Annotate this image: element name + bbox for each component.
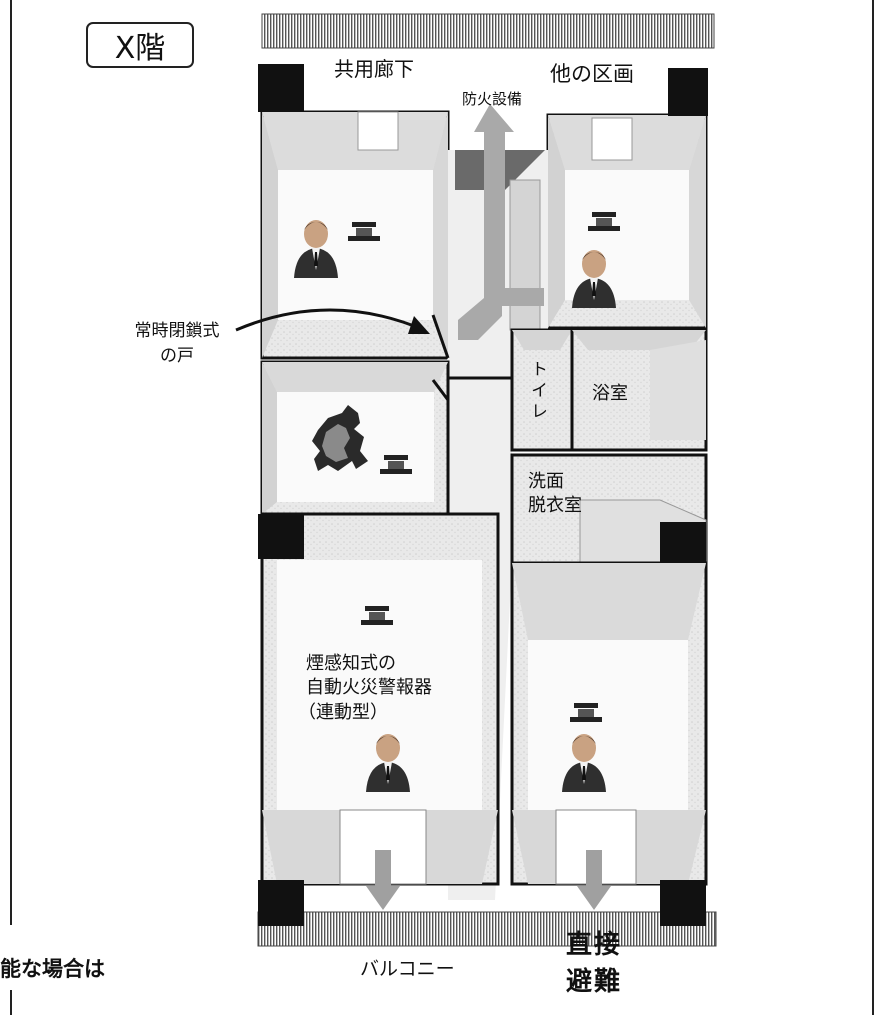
person-icon bbox=[562, 734, 606, 792]
left-fragment-text: 能な場合は bbox=[0, 957, 105, 981]
hall-gray-block bbox=[509, 179, 541, 331]
smoke-detector-icon bbox=[380, 455, 412, 474]
detector-label: 煙感知式の 自動火災警報器 （連動型） bbox=[298, 652, 432, 725]
floor-label: X階 bbox=[86, 22, 194, 68]
person-icon bbox=[572, 250, 616, 308]
direct-line2: 避難 bbox=[566, 967, 623, 997]
person-icon bbox=[294, 220, 338, 278]
fire-equipment-label: 防火設備 bbox=[462, 90, 523, 108]
closed-door-line1: 常時閉鎖式 bbox=[134, 321, 220, 341]
right-border-line bbox=[872, 0, 874, 1015]
door bbox=[431, 314, 450, 359]
closed-door-label: 常時閉鎖式 の戸 bbox=[112, 316, 242, 366]
pointer-arrow bbox=[235, 308, 425, 332]
toilet-label: トイレ bbox=[527, 360, 547, 423]
pillar bbox=[258, 880, 304, 926]
washroom-line1: 洗面 bbox=[528, 471, 564, 492]
detector-line2: 自動火災警報器 bbox=[306, 677, 432, 699]
washroom-label: 洗面 脱衣室 bbox=[528, 470, 582, 519]
smoke-detector-icon bbox=[588, 212, 620, 231]
other-section-label: 他の区画 bbox=[550, 62, 634, 86]
pillar bbox=[258, 514, 304, 559]
detector-line3: （連動型） bbox=[298, 701, 388, 723]
top-railing bbox=[261, 13, 715, 49]
room-a bbox=[260, 110, 450, 360]
arrow-icon bbox=[577, 850, 611, 910]
person-icon bbox=[366, 734, 410, 792]
pointer-arrowhead bbox=[408, 316, 430, 334]
pillar bbox=[258, 64, 304, 112]
smoke-detector-icon bbox=[348, 222, 380, 241]
pillar bbox=[660, 880, 706, 926]
bathroom-room bbox=[570, 328, 708, 452]
smoke-detector-icon bbox=[361, 606, 393, 625]
room-e bbox=[510, 561, 708, 886]
corridor-label: 共用廊下 bbox=[334, 57, 414, 81]
arrow-icon bbox=[366, 850, 400, 910]
door bbox=[431, 379, 450, 401]
bottom-railing bbox=[257, 911, 717, 947]
escape-arrow-up bbox=[458, 104, 544, 340]
bathroom-label: 浴室 bbox=[592, 383, 628, 404]
detector-line1: 煙感知式の bbox=[306, 653, 396, 674]
pillar bbox=[660, 522, 706, 562]
direct-line1: 直接 bbox=[566, 930, 623, 960]
pillar bbox=[668, 68, 708, 116]
left-border-line bbox=[10, 0, 12, 925]
room-b bbox=[546, 113, 708, 330]
washroom-line2: 脱衣室 bbox=[528, 495, 582, 517]
left-border-tick bbox=[10, 990, 12, 1015]
direct-evacuation-label: 直接 避難 bbox=[566, 924, 622, 998]
smoke-detector-icon bbox=[570, 703, 602, 722]
balcony-label: バルコニー bbox=[360, 958, 455, 980]
closed-door-line2: の戸 bbox=[160, 346, 194, 366]
toilet-room bbox=[510, 328, 574, 452]
